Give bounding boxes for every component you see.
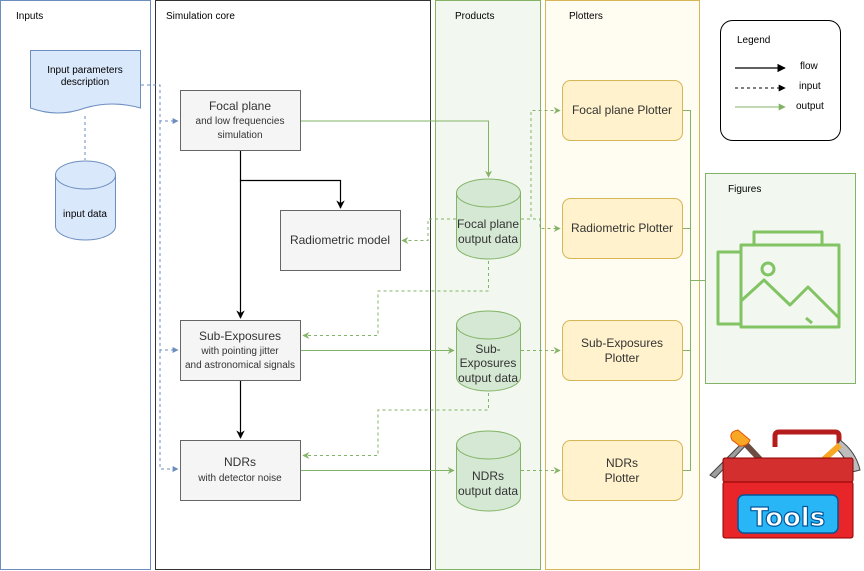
focal-plane-plotter-label: Focal plane Plotter xyxy=(572,103,672,117)
product-usage-connectors xyxy=(302,107,561,474)
subexp-plotter-line1: Sub-Exposures xyxy=(581,336,663,350)
focal-plane-sub2: simulation xyxy=(217,130,262,141)
lane-plotters-title: Plotters xyxy=(569,11,603,22)
ndrs-output-cylinder: NDRs output data xyxy=(456,430,521,512)
ndrs-plotter-box: NDRs Plotter xyxy=(562,440,683,501)
focal-plane-output-cylinder: Focal plane output data xyxy=(456,178,521,260)
legend-output: output xyxy=(796,101,824,112)
subexp-output-line2: Exposures xyxy=(460,356,517,370)
ndrs-plotter-line1: NDRs xyxy=(606,456,638,470)
sub-exposures-sub2: and astronomical signals xyxy=(185,360,295,371)
input-data-cylinder: input data xyxy=(55,160,116,241)
ndrs-title: NDRs xyxy=(224,455,256,469)
input-data-label: input data xyxy=(63,209,107,220)
focal-output-line2: output data xyxy=(458,232,518,246)
sub-exposures-box: Sub-Exposures with pointing jitter and a… xyxy=(180,320,301,381)
sub-exposures-output-cylinder: Sub- Exposures output data xyxy=(456,310,521,392)
ndrs-output-line2: output data xyxy=(458,484,518,498)
tools-toolbox-icon: Tools xyxy=(709,429,861,539)
tools-label: Tools xyxy=(751,503,825,533)
focal-plane-plotter-box: Focal plane Plotter xyxy=(562,80,683,141)
legend-flow: flow xyxy=(800,61,819,72)
radiometric-plotter-box: Radiometric Plotter xyxy=(562,198,683,259)
legend-input: input xyxy=(799,81,821,92)
output-arrows xyxy=(301,120,492,474)
ndrs-plotter-line2: Plotter xyxy=(605,471,640,485)
subexp-output-line1: Sub- xyxy=(475,342,500,356)
input-parameters-document: Input parameters description xyxy=(30,50,141,114)
sub-exposures-title: Sub-Exposures xyxy=(199,329,281,343)
legend: Legend flow input output xyxy=(720,20,841,141)
ndrs-sub: with detector noise xyxy=(197,473,282,484)
focal-output-line1: Focal plane xyxy=(457,217,519,231)
radiometric-model-label: Radiometric model xyxy=(290,233,390,247)
sub-exposures-plotter-box: Sub-Exposures Plotter xyxy=(562,320,683,381)
lane-inputs-title: Inputs xyxy=(16,11,43,22)
focal-plane-sub1: and low frequencies xyxy=(196,116,285,127)
focal-plane-box: Focal plane and low frequencies simulati… xyxy=(180,90,301,151)
radiometric-plotter-label: Radiometric Plotter xyxy=(571,221,673,235)
input-parameters-line2: description xyxy=(61,77,109,88)
ndrs-box: NDRs with detector noise xyxy=(180,440,301,501)
lane-core-title: Simulation core xyxy=(166,11,235,22)
input-parameters-line1: Input parameters xyxy=(47,65,123,76)
subexp-output-line3: output data xyxy=(458,371,518,385)
radiometric-model-box: Radiometric model xyxy=(280,210,401,271)
input-connectors xyxy=(141,84,179,472)
lane-products-title: Products xyxy=(455,11,494,22)
figures-panel: Figures xyxy=(705,173,856,384)
figures-title: Figures xyxy=(728,184,761,195)
legend-title: Legend xyxy=(737,35,770,46)
flow-arrows xyxy=(236,151,345,439)
ndrs-output-line1: NDRs xyxy=(472,469,504,483)
images-icon xyxy=(716,230,841,329)
focal-plane-title: Focal plane xyxy=(209,99,271,113)
subexp-plotter-line2: Plotter xyxy=(605,351,640,365)
sub-exposures-sub1: with pointing jitter xyxy=(200,346,279,357)
